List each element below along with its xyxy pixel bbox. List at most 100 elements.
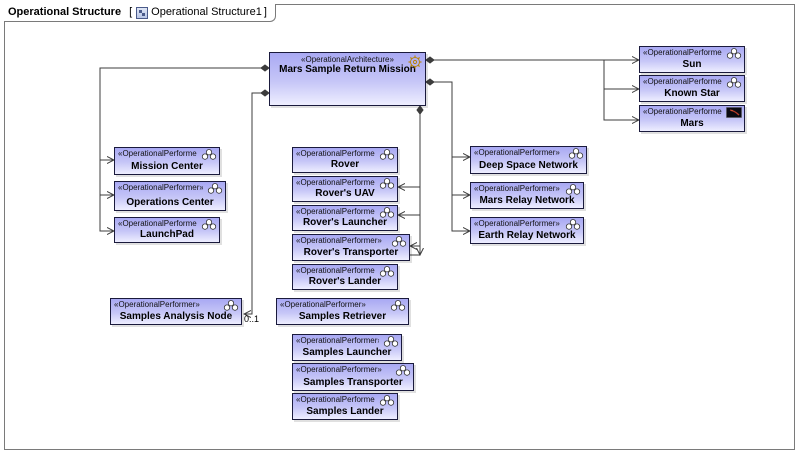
diagram-bracket-open: [: [129, 6, 133, 18]
connector-operations-center: [99, 160, 114, 195]
node-samples-transporter[interactable]: «OperationalPerformer» Samples Transport…: [292, 363, 414, 391]
node-name: Rover's Launcher: [302, 217, 388, 228]
diagram-type-title: Operational Structure: [8, 6, 122, 18]
node-rover[interactable]: «OperationalPerformer» Rover: [292, 147, 398, 173]
node-deep-space-network[interactable]: «OperationalPerformer» Deep Space Networ…: [470, 146, 587, 174]
node-name: Known Star: [664, 88, 720, 99]
performer-group-icon: [383, 336, 399, 347]
connector-known-star: [603, 60, 639, 89]
node-name: Samples Retriever: [298, 311, 387, 322]
stereotype-label: «OperationalPerformer»: [296, 336, 379, 345]
stereotype-label: «OperationalPerformer»: [118, 219, 197, 228]
diagram-frame: [4, 4, 795, 450]
node-name: Rover's Transporter: [303, 247, 399, 258]
node-samples-analysis-node[interactable]: «OperationalPerformer» Samples Analysis …: [110, 298, 242, 325]
node-mars[interactable]: «OperationalPerformer» Mars: [639, 105, 745, 132]
composition-diamond-right-lower: [425, 78, 435, 86]
node-name: Rover: [330, 159, 360, 170]
diagram-bracket-close: ]: [263, 6, 267, 18]
stereotype-label: «OperationalPerformer»: [118, 149, 197, 158]
node-known-star[interactable]: «OperationalPerformer» Known Star: [639, 75, 745, 102]
node-name: Sun: [682, 59, 702, 70]
node-name: Earth Relay Network: [478, 230, 576, 241]
performer-group-icon: [391, 236, 407, 247]
stereotype-label: «OperationalPerformer»: [296, 365, 382, 374]
connector-rovers-transporter: [410, 215, 421, 246]
stereotype-label: «OperationalArchitecture»: [301, 55, 394, 64]
performer-group-icon: [568, 148, 584, 159]
node-name: LaunchPad: [140, 229, 194, 240]
performer-group-icon: [379, 395, 395, 406]
node-name: Mars Relay Network: [479, 195, 575, 206]
performer-group-icon: [726, 77, 742, 88]
performer-group-icon: [379, 266, 395, 277]
composition-diamond-left: [260, 64, 270, 72]
node-samples-launcher[interactable]: «OperationalPerformer» Samples Launcher: [292, 334, 402, 361]
connector-launchpad: [99, 195, 114, 231]
node-rovers-uav[interactable]: «OperationalPerformer» Rover's UAV: [292, 176, 398, 202]
performer-group-icon: [207, 183, 223, 194]
stereotype-label: «OperationalPerformer»: [296, 395, 375, 404]
connector-mars: [603, 89, 639, 120]
node-name: Samples Lander: [306, 406, 384, 417]
node-name: Mars: [680, 118, 704, 129]
node-name: Samples Analysis Node: [119, 311, 233, 322]
node-launchpad[interactable]: «OperationalPerformer» LaunchPad: [114, 217, 220, 243]
multiplicity-label: 0..1: [244, 314, 260, 324]
connector-rovers-uav: [398, 111, 421, 187]
mars-image-icon: [726, 107, 742, 118]
composition-diamond-right: [425, 56, 435, 64]
stereotype-label: «OperationalPerformer»: [114, 300, 200, 309]
node-name: Mars Sample Return Mission: [279, 64, 416, 75]
connector-earth-relay-network: [451, 195, 470, 231]
diagram-header-tab[interactable]: Operational Structure [ Operational Stru…: [4, 4, 276, 22]
stereotype-label: «OperationalPerformer»: [296, 236, 382, 245]
node-name: Samples Transporter: [303, 377, 403, 388]
node-rovers-launcher[interactable]: «OperationalPerformer» Rover's Launcher: [292, 205, 398, 231]
node-name: Samples Launcher: [302, 347, 392, 358]
node-name: Rover's Lander: [308, 276, 382, 287]
performer-group-icon: [390, 300, 406, 311]
diagram-name: Operational Structure1: [151, 6, 262, 18]
composition-diamond-left-lower: [260, 89, 270, 97]
connector-mars-relay-network: [451, 157, 470, 195]
performer-group-icon: [201, 149, 217, 160]
node-rovers-transporter[interactable]: «OperationalPerformer» Rover's Transport…: [292, 234, 410, 261]
node-mission-center[interactable]: «OperationalPerformer» Mission Center: [114, 147, 220, 175]
stereotype-label: «OperationalPerformer»: [296, 149, 375, 158]
performer-group-icon: [379, 178, 395, 189]
node-mars-relay-network[interactable]: «OperationalPerformer» Mars Relay Networ…: [470, 182, 584, 209]
gear-icon: [408, 55, 422, 69]
stereotype-label: «OperationalPerformer»: [296, 207, 375, 216]
connector-rovers-launcher: [398, 187, 421, 215]
node-samples-retriever[interactable]: «OperationalPerformer» Samples Retriever: [276, 298, 409, 325]
performer-group-icon: [201, 219, 217, 230]
node-sun[interactable]: «OperationalPerformer» Sun: [639, 46, 745, 73]
performer-group-icon: [223, 300, 239, 311]
performer-group-icon: [379, 207, 395, 218]
node-rovers-lander[interactable]: «OperationalPerformer» Rover's Lander: [292, 264, 398, 290]
stereotype-label: «OperationalPerformer»: [643, 107, 722, 116]
node-samples-lander[interactable]: «OperationalPerformer» Samples Lander: [292, 393, 398, 420]
node-name: Deep Space Network: [479, 160, 578, 171]
composition-diamond-bottom: [416, 105, 424, 115]
stereotype-label: «OperationalPerformer»: [643, 48, 722, 57]
stereotype-label: «OperationalPerformer»: [296, 178, 375, 187]
performer-group-icon: [379, 149, 395, 160]
node-name: Rover's UAV: [315, 188, 375, 199]
node-name: Operations Center: [126, 197, 214, 208]
connector-mission-center: [99, 67, 269, 160]
stereotype-label: «OperationalPerformer»: [296, 266, 375, 275]
connector-deep-space-network: [434, 81, 470, 157]
node-earth-relay-network[interactable]: «OperationalPerformer» Earth Relay Netwo…: [470, 217, 584, 244]
performer-group-icon: [565, 184, 581, 195]
node-mars-sample-return-mission[interactable]: «OperationalArchitecture» Mars Sample Re…: [269, 52, 426, 106]
stereotype-label: «OperationalPerformer»: [643, 77, 722, 86]
diagram-icon: [136, 6, 149, 19]
stereotype-label: «OperationalPerformer»: [474, 148, 560, 157]
node-operations-center[interactable]: «OperationalPerformer» Operations Center: [114, 181, 226, 211]
stereotype-label: «OperationalPerformer»: [280, 300, 366, 309]
performer-group-icon: [726, 48, 742, 59]
stereotype-label: «OperationalPerformer»: [474, 184, 560, 193]
performer-group-icon: [395, 365, 411, 376]
